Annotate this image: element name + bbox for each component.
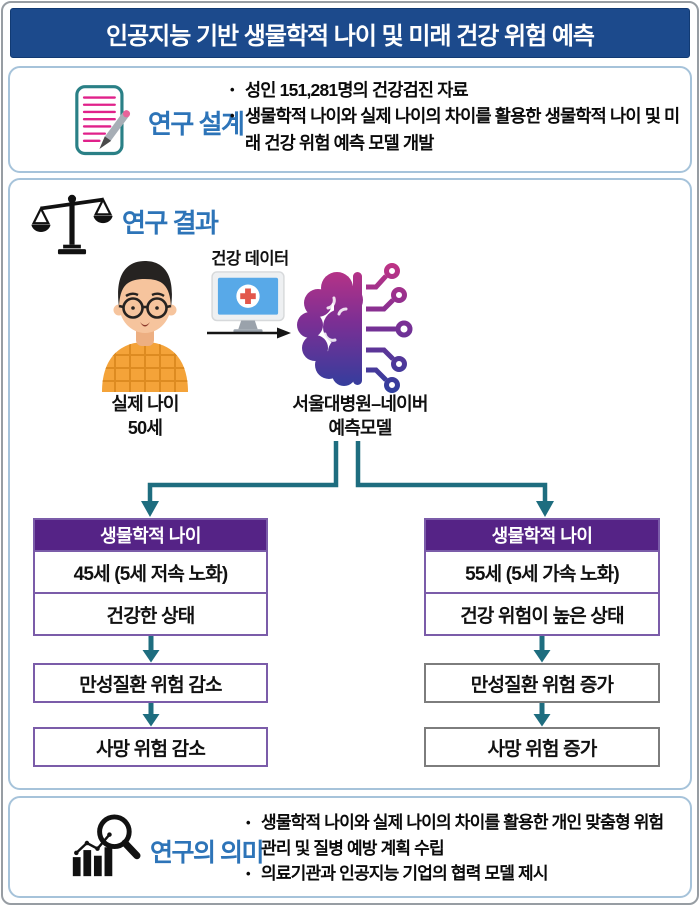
right-chronic-risk-box: 만성질환 위험 증가 [424,663,660,703]
design-bullet-list: 성인 151,281명의 건강검진 자료 생물학적 나이와 실제 나이의 차이를… [228,77,680,156]
actual-age-caption: 실제 나이 50세 [85,392,205,441]
down-arrow-icon [142,636,159,663]
significance-bullet-2: 의료기관과 인공지능 기업의 협력 모델 제시 [244,861,680,887]
right-bio-age-header: 생물학적 나이 [426,520,658,550]
actual-age-value: 50세 [127,418,163,439]
notepad-pencil-icon [74,84,132,158]
left-health-state: 건강한 상태 [35,592,266,634]
magnifier-bar-chart-icon [70,812,144,879]
research-results-title: 연구 결과 [122,208,219,238]
design-bullet-2: 생물학적 나이와 실제 나이의 차이를 활용한 생물학적 나이 및 미래 건강 … [228,103,680,156]
left-bio-age-header: 생물학적 나이 [35,520,266,550]
down-arrow-icon [533,636,551,663]
right-death-risk-box: 사망 위험 증가 [424,727,660,767]
health-data-label: 건강 데이터 [211,250,289,268]
balance-scale-icon [30,190,114,258]
significance-bullet-list: 생물학적 나이와 실제 나이의 차이를 활용한 개인 맞춤형 위험 관리 및 질… [244,810,680,887]
title-banner: 인공지능 기반 생물학적 나이 및 미래 건강 위험 예측 [10,8,690,58]
significance-bullet-1: 생물학적 나이와 실제 나이의 차이를 활용한 개인 맞춤형 위험 관리 및 질… [244,810,680,861]
right-bio-age-value: 55세 (5세 가속 노화) [426,550,658,592]
middle-aged-man-avatar [90,252,200,392]
left-chronic-risk-box: 만성질환 위험 감소 [33,663,268,703]
medical-computer-icon [210,270,286,336]
model-name-caption: 서울대병원–네이버 예측모델 [252,392,468,441]
data-flow-arrow-icon [206,327,292,339]
model-name-line1: 서울대병원–네이버 [292,394,428,414]
left-death-risk-box: 사망 위험 감소 [33,727,268,767]
right-health-state: 건강 위험이 높은 상태 [426,592,658,634]
down-arrow-icon [533,703,551,727]
right-branch-stack: 생물학적 나이 55세 (5세 가속 노화) 건강 위험이 높은 상태 만성질환… [424,518,660,767]
model-name-line2: 예측모델 [328,418,392,439]
actual-age-label: 실제 나이 [111,394,179,414]
ai-brain-circuit-icon [296,262,423,395]
left-branch-stack: 생물학적 나이 45세 (5세 저속 노화) 건강한 상태 만성질환 위험 감소… [33,518,268,767]
right-bio-age-block: 생물학적 나이 55세 (5세 가속 노화) 건강 위험이 높은 상태 [424,518,660,636]
left-bio-age-value: 45세 (5세 저속 노화) [35,550,266,592]
page-title: 인공지능 기반 생물학적 나이 및 미래 건강 위험 예측 [105,22,595,50]
down-arrow-icon [142,703,159,727]
design-bullet-1: 성인 151,281명의 건강검진 자료 [228,77,680,103]
branch-connector [0,441,700,519]
left-bio-age-block: 생물학적 나이 45세 (5세 저속 노화) 건강한 상태 [33,518,268,636]
